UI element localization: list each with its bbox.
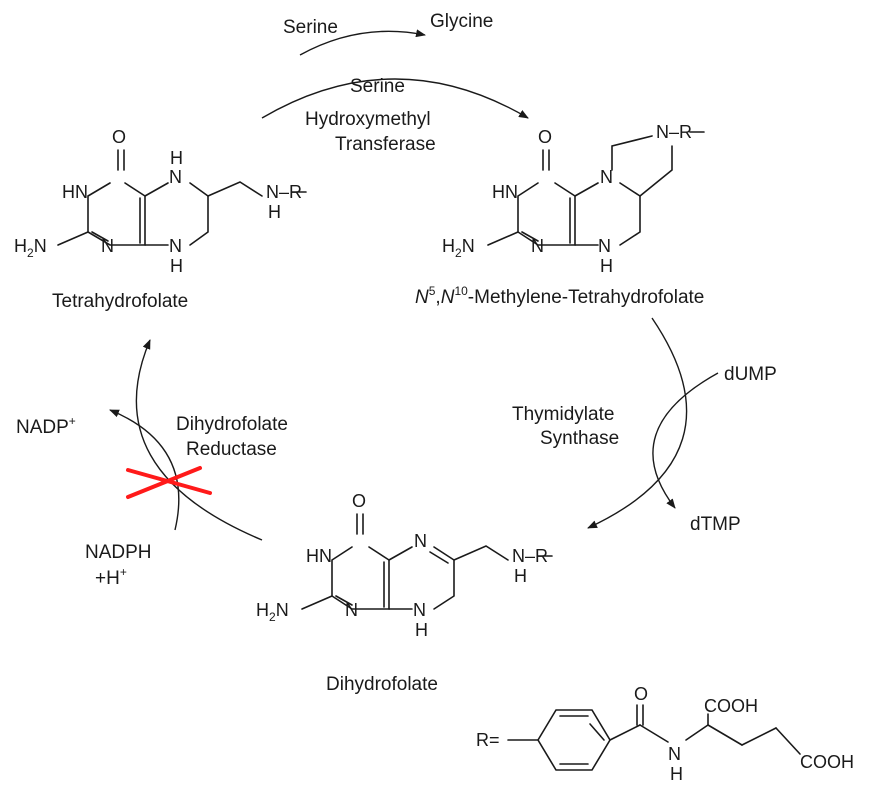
thf-hn-atom: HN <box>62 182 88 202</box>
serine-glycine-arrow <box>299 29 426 56</box>
mthf-n-atom: N <box>531 236 544 256</box>
glycine-label: Glycine <box>430 11 493 32</box>
mthf-n8-h: H <box>600 256 613 276</box>
dhf-n-atom: N <box>345 600 358 620</box>
thf-o-atom: O <box>112 127 126 147</box>
nadph-nadp-arrow <box>109 409 180 531</box>
dhf-h2n: H2N <box>256 600 289 624</box>
tetrahydrofolate-structure: O HN N H N N H N–R H H2N <box>14 127 307 276</box>
mthf-n10-atom: N–R <box>656 122 692 142</box>
dhf-n8-atom: N <box>413 600 426 620</box>
shmt-enzyme-line-2: Hydroxymethyl <box>305 109 431 130</box>
thf-n5-atom: N <box>169 167 182 187</box>
thf-n8-h: H <box>170 256 183 276</box>
dump-label: dUMP <box>724 364 777 385</box>
inhibition-x-mark <box>126 466 212 499</box>
methylene-thf-label: N5,N10-Methylene-Tetrahydrofolate <box>415 284 704 308</box>
mthf-n8-atom: N <box>598 236 611 256</box>
mthf-n5-atom: N <box>600 167 613 187</box>
nadph-label: NADPH <box>85 542 152 563</box>
dhf-o-atom: O <box>352 491 366 511</box>
nadp-plus-label: NADP+ <box>16 414 76 438</box>
shmt-enzyme-line-3: Transferase <box>335 134 436 155</box>
dhfr-enzyme-line-2: Reductase <box>186 439 277 460</box>
r-cooh-2: COOH <box>800 752 854 772</box>
h-plus-label: +H+ <box>95 565 127 589</box>
thf-h2n: H2N <box>14 236 47 260</box>
dhfr-enzyme-line-1: Dihydrofolate <box>176 414 288 435</box>
dtmp-label: dTMP <box>690 514 741 535</box>
r-definition-label: R= <box>476 730 500 750</box>
dhf-n10-h: H <box>514 566 527 586</box>
mthf-hn-atom: HN <box>492 182 518 202</box>
thf-n10-h: H <box>268 202 281 222</box>
serine-label: Serine <box>283 17 338 38</box>
thf-n10-atom: N–R <box>266 182 302 202</box>
tetrahydrofolate-label: Tetrahydrofolate <box>52 291 188 312</box>
r-n-h: H <box>670 764 683 784</box>
dhf-n5-atom: N <box>414 531 427 551</box>
r-cooh-1: COOH <box>704 696 758 716</box>
dihydrofolate-label: Dihydrofolate <box>326 674 438 695</box>
r-group-structure: R= O N H COOH COOH <box>476 684 854 784</box>
shmt-reaction-arrow <box>261 78 529 119</box>
ts-reaction-arrow <box>587 317 688 529</box>
ts-enzyme-line-1: Thymidylate <box>512 404 614 425</box>
r-o-atom: O <box>634 684 648 704</box>
r-n-atom: N <box>668 744 681 764</box>
dhf-n10-atom: N–R <box>512 546 548 566</box>
shmt-enzyme-line-1: Serine <box>350 76 405 97</box>
dhf-hn-atom: HN <box>306 546 332 566</box>
dump-dtmp-arrow <box>652 372 719 509</box>
mthf-h2n: H2N <box>442 236 475 260</box>
methylene-thf-structure: O HN N N N H N–R H2N <box>442 122 705 276</box>
ts-enzyme-line-2: Synthase <box>540 428 619 449</box>
mthf-o-atom: O <box>538 127 552 147</box>
thf-n-atom: N <box>101 236 114 256</box>
thf-n8-atom: N <box>169 236 182 256</box>
dhf-n8-h: H <box>415 620 428 640</box>
dhfr-reaction-arrow <box>135 339 263 541</box>
thf-n5-h: H <box>170 148 183 168</box>
dihydrofolate-structure: O HN N N N H N–R H H2N <box>256 491 553 640</box>
